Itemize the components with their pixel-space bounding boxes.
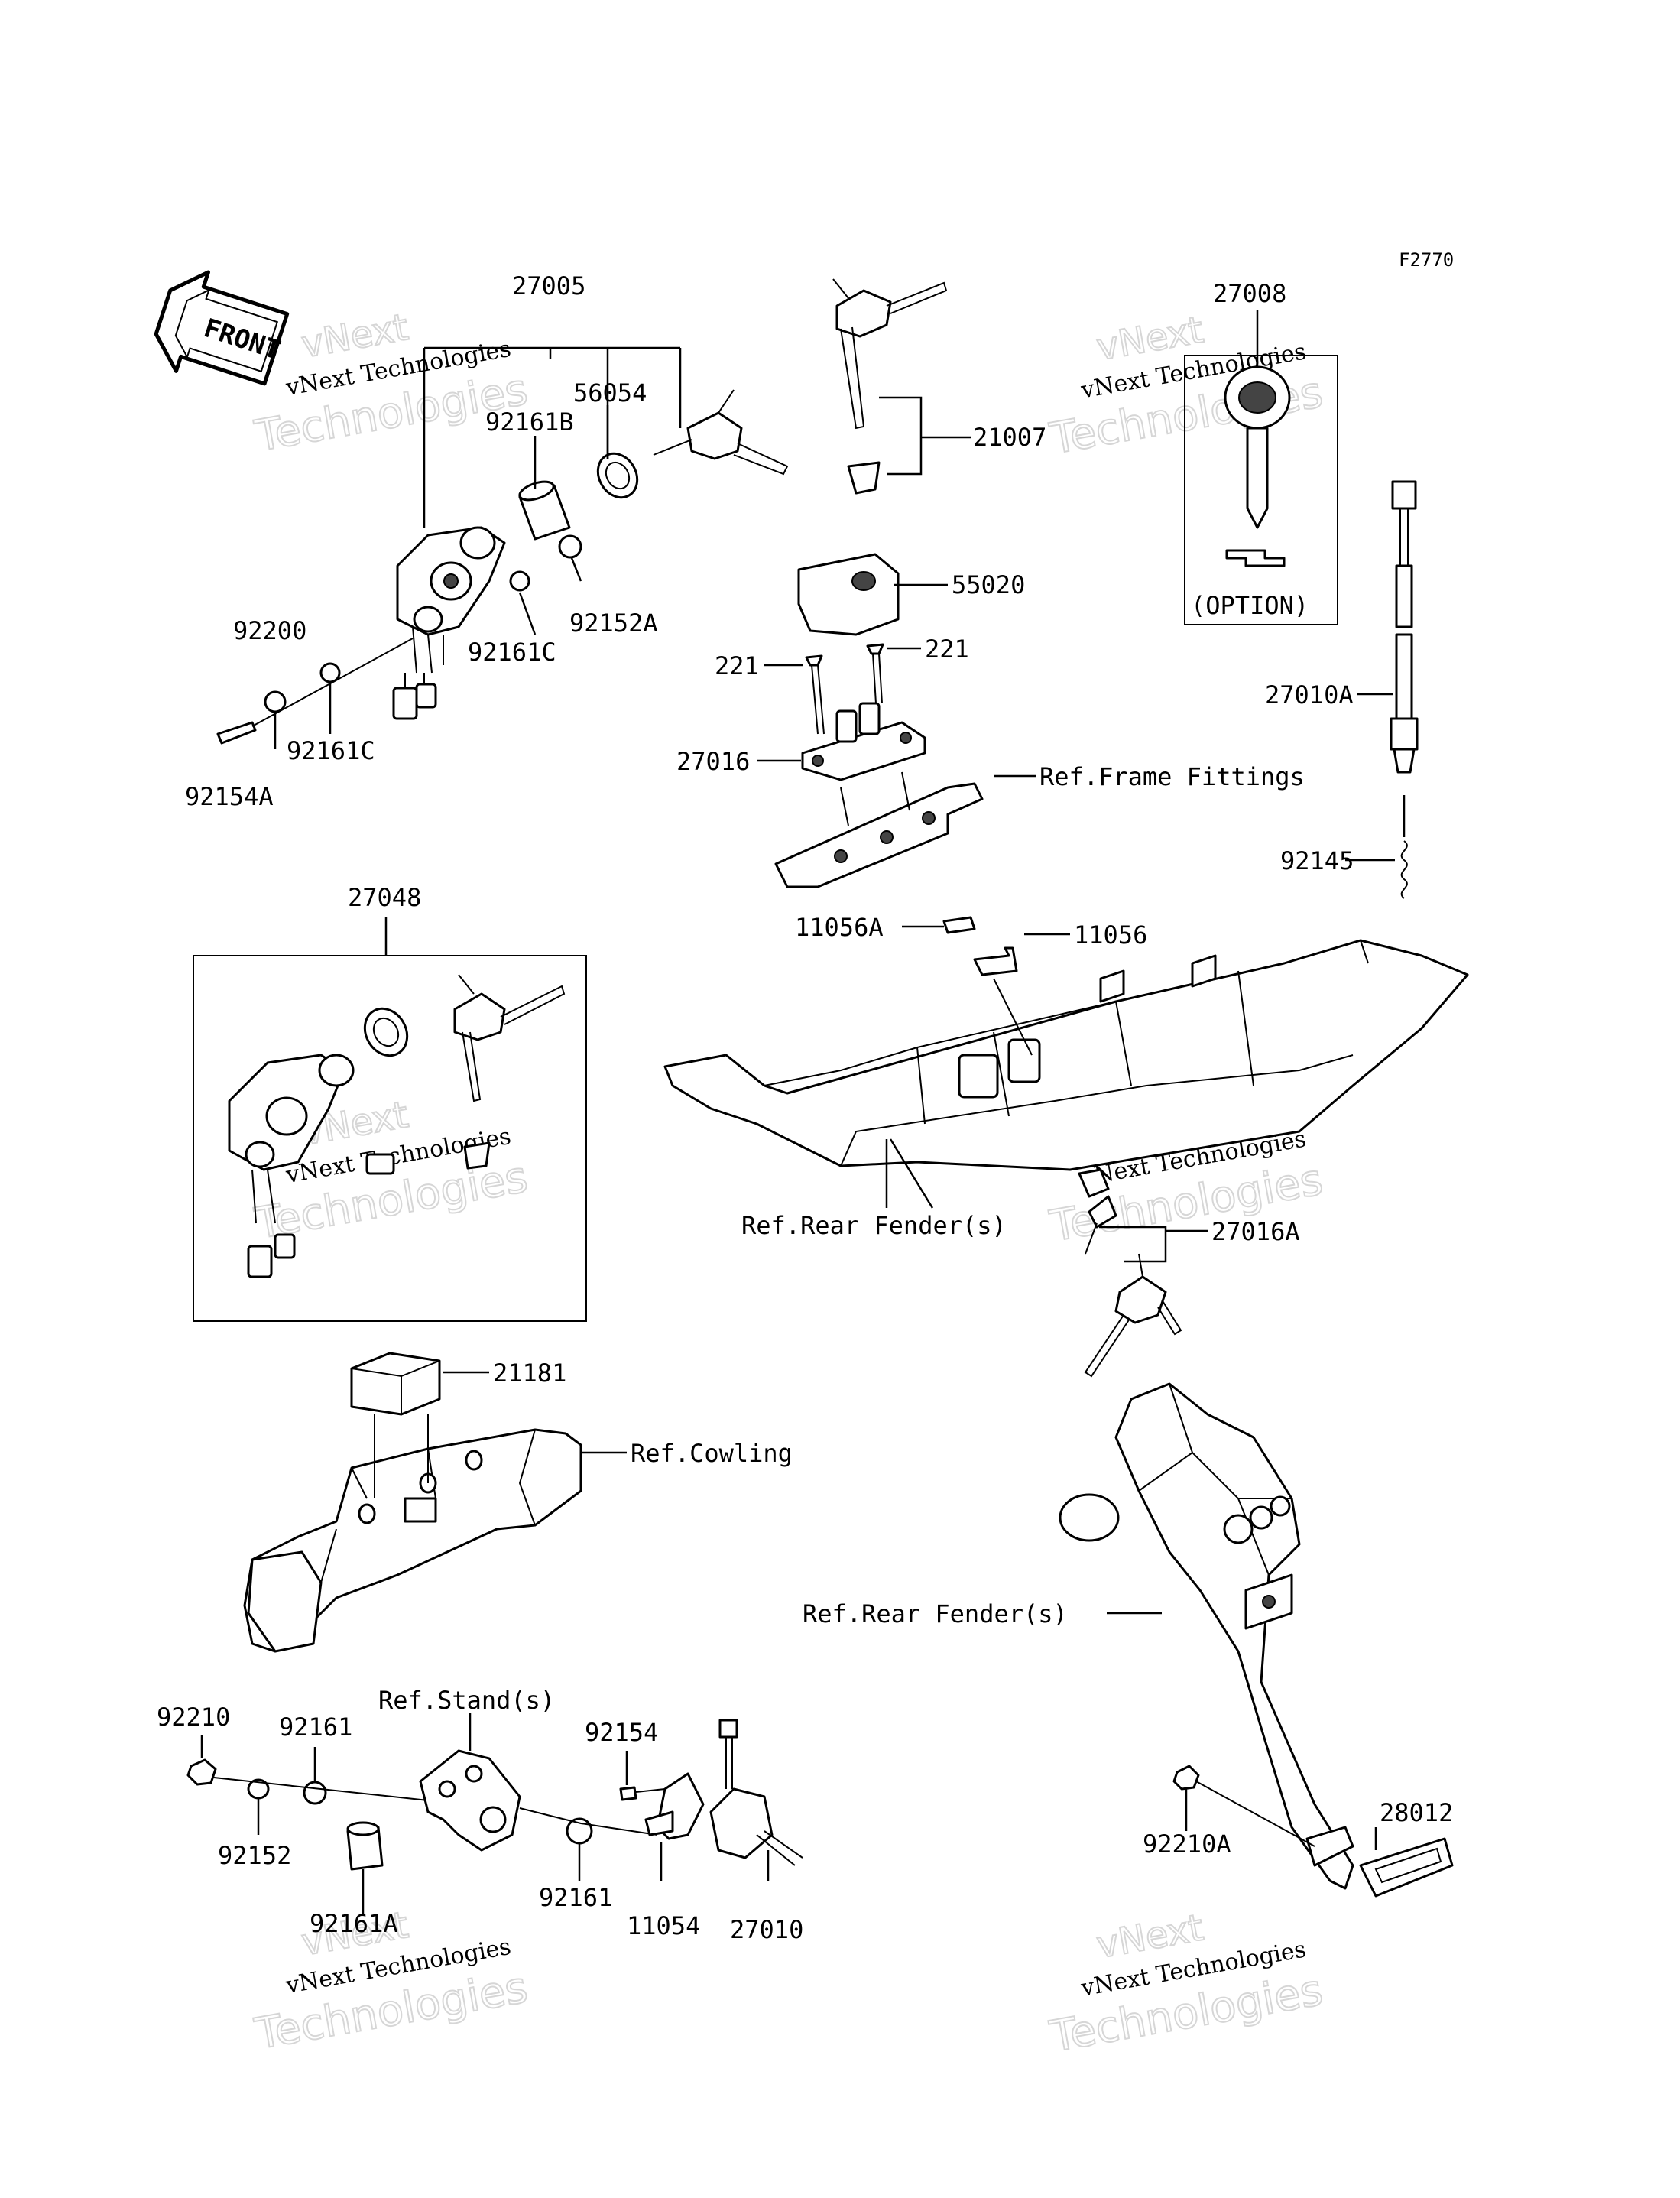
label-55020: 55020 — [952, 570, 1025, 599]
stand-bracket — [419, 1749, 521, 1852]
label-27016: 27016 — [676, 747, 750, 776]
label-92210A: 92210A — [1143, 1830, 1231, 1859]
set-box-27048 — [193, 955, 587, 1322]
nut-92210A — [1172, 1765, 1200, 1791]
watermark-mid-left: vNext vNext Technologies Technologies — [251, 1093, 533, 1250]
label-21181: 21181 — [493, 1359, 566, 1388]
option-box — [1184, 355, 1338, 625]
label-28012: 28012 — [1380, 1798, 1453, 1827]
cap-92161A — [346, 1821, 384, 1871]
spring-92145 — [1400, 840, 1408, 899]
clips-11056 — [942, 916, 1018, 976]
label-92145: 92145 — [1280, 846, 1354, 875]
label-92161-b: 92161 — [539, 1883, 612, 1912]
mount-bracket — [1305, 1826, 1354, 1867]
leader-27005 — [423, 346, 682, 528]
bolt-92154 — [619, 1786, 666, 1801]
key-27016A — [1084, 1253, 1182, 1378]
label-27048: 27048 — [348, 883, 421, 912]
label-221-a: 221 — [715, 651, 759, 680]
option-label: (OPTION) — [1191, 591, 1309, 620]
ignition-set-27048 — [228, 974, 566, 1278]
label-11056: 11056 — [1074, 920, 1147, 950]
label-27010: 27010 — [730, 1915, 803, 1944]
label-ref-rear-fender-1: Ref.Rear Fender(s) — [741, 1211, 1007, 1240]
label-92161A: 92161A — [310, 1909, 398, 1938]
switch-27010A — [1390, 480, 1419, 774]
side-stand-switch-27010 — [709, 1719, 803, 1866]
label-11056A: 11056A — [795, 913, 884, 942]
washer-92161-left — [303, 1781, 327, 1805]
seat-lock-cover-55020 — [797, 553, 900, 636]
lock-27016A — [1078, 1168, 1117, 1255]
bolts-221 — [805, 643, 884, 735]
label-92210: 92210 — [157, 1703, 230, 1732]
label-92154A: 92154A — [185, 782, 274, 811]
key-blank-21007 — [832, 278, 948, 495]
rear-fender-upper — [663, 939, 1469, 1171]
frame-bracket — [774, 782, 984, 888]
label-92161B: 92161B — [485, 407, 574, 437]
label-27008: 27008 — [1213, 279, 1286, 308]
label-ref-cowling: Ref.Cowling — [631, 1439, 793, 1468]
label-ref-stand: Ref.Stand(s) — [378, 1686, 555, 1715]
label-92161-a: 92161 — [279, 1713, 352, 1742]
rear-fender-lower — [1059, 1382, 1354, 1890]
option-key-27008 — [1224, 365, 1291, 567]
watermark-bottom-right: vNext vNext Technologies Technologies — [1046, 1905, 1328, 2063]
diagram-code: F2770 — [1399, 249, 1454, 271]
front-arrow-icon: FRONT — [154, 270, 290, 386]
label-92152A: 92152A — [569, 609, 658, 638]
label-92200: 92200 — [233, 616, 306, 645]
label-27005: 27005 — [512, 271, 585, 300]
ignition-switch-assembly — [216, 389, 789, 745]
label-92152: 92152 — [218, 1841, 291, 1870]
label-27010A: 27010A — [1265, 680, 1354, 709]
label-21007: 21007 — [973, 423, 1046, 452]
module-21181 — [350, 1352, 441, 1416]
label-92161C-a: 92161C — [468, 638, 556, 667]
nut-92210 — [186, 1758, 217, 1786]
seat-lock-base-27016 — [801, 702, 926, 781]
label-ref-rear-fender-2: Ref.Rear Fender(s) — [803, 1599, 1068, 1628]
label-11054: 11054 — [627, 1911, 700, 1940]
label-221-b: 221 — [925, 635, 969, 664]
label-56054: 56054 — [573, 378, 647, 407]
cowling-bracket — [243, 1428, 582, 1653]
reflector-28012 — [1359, 1837, 1454, 1898]
label-92154: 92154 — [585, 1718, 658, 1747]
switch-plate-11054 — [644, 1772, 705, 1840]
label-ref-frame-fittings: Ref.Frame Fittings — [1039, 762, 1305, 791]
label-92161C-b: 92161C — [287, 736, 375, 765]
label-27016A: 27016A — [1211, 1217, 1300, 1246]
